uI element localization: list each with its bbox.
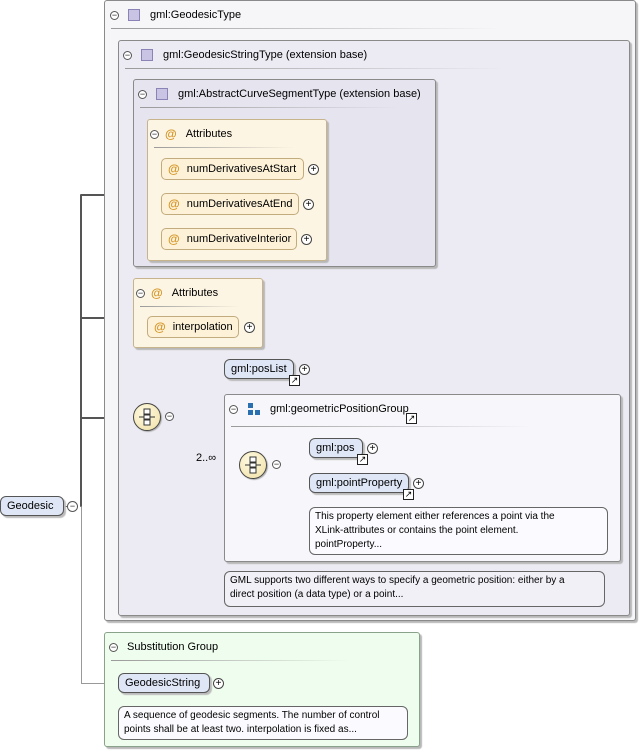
connector-to-substitution — [81, 507, 82, 683]
collapse-icon[interactable]: − — [109, 641, 118, 652]
substitution-group-label: Substitution Group — [127, 641, 219, 653]
complex-type-icon — [141, 49, 153, 61]
reference-link-icon: ↗ — [289, 375, 300, 386]
attribute-num-derivatives-at-start[interactable]: @ numDerivativesAtStart — [161, 158, 304, 180]
expand-icon[interactable]: + — [367, 443, 378, 454]
attribute-icon: @ — [154, 320, 166, 334]
attributes-label: Attributes — [171, 287, 219, 299]
attribute-icon: @ — [151, 286, 163, 300]
complex-type-icon — [156, 88, 168, 100]
attribute-icon: @ — [168, 162, 180, 176]
connector-sub-element — [81, 683, 118, 684]
cardinality-label: 2..∞ — [196, 452, 217, 464]
group-icon — [248, 403, 260, 415]
collapse-icon[interactable]: − — [165, 411, 174, 421]
reference-link-icon: ↗ — [357, 454, 368, 465]
connector-trunk — [80, 194, 82, 507]
sequence-icon — [245, 456, 261, 474]
collapse-icon[interactable]: − — [136, 287, 145, 298]
element-pos[interactable]: gml:pos — [309, 438, 363, 458]
expand-icon[interactable]: + — [213, 678, 224, 689]
expand-icon[interactable]: + — [244, 322, 255, 333]
attributes-label: Attributes — [185, 128, 233, 140]
complex-type-icon — [128, 9, 140, 21]
collapse-icon[interactable]: − — [150, 128, 159, 139]
element-geodesic-string[interactable]: GeodesicString — [118, 673, 210, 693]
geometric-position-group-label: gml:geometricPositionGroup — [270, 403, 409, 415]
expand-icon[interactable]: + — [303, 199, 314, 210]
geometric-position-group-documentation: GML supports two different ways to speci… — [224, 571, 605, 607]
attribute-icon: @ — [168, 197, 180, 211]
sequence-compositor[interactable] — [239, 451, 267, 479]
abstract-curve-segment-label: gml:AbstractCurveSegmentType (extension … — [178, 88, 421, 100]
element-geodesic-root[interactable]: Geodesic — [0, 496, 64, 516]
expand-icon[interactable]: + — [308, 164, 319, 175]
collapse-icon[interactable]: − — [110, 9, 119, 20]
expand-icon[interactable]: + — [301, 234, 312, 245]
attribute-icon: @ — [165, 127, 177, 141]
sequence-compositor[interactable] — [133, 403, 161, 431]
reference-link-icon: ↗ — [403, 489, 414, 500]
collapse-icon[interactable]: − — [138, 88, 147, 99]
attribute-num-derivatives-at-end[interactable]: @ numDerivativesAtEnd — [161, 193, 299, 215]
element-point-property[interactable]: gml:pointProperty — [309, 473, 409, 493]
collapse-icon[interactable]: − — [67, 501, 78, 512]
collapse-icon[interactable]: − — [123, 49, 132, 60]
attribute-interpolation[interactable]: @ interpolation — [147, 316, 239, 338]
attribute-icon: @ — [168, 232, 180, 246]
attribute-num-derivative-interior[interactable]: @ numDerivativeInterior — [161, 228, 297, 250]
expand-icon[interactable]: + — [299, 364, 310, 375]
expand-icon[interactable]: + — [413, 478, 424, 489]
reference-link-icon: ↗ — [406, 413, 417, 424]
element-pos-list[interactable]: gml:posList — [224, 359, 294, 379]
geodesic-string-documentation: A sequence of geodesic segments. The num… — [118, 706, 408, 740]
collapse-icon[interactable]: − — [272, 459, 281, 469]
sequence-icon — [139, 408, 155, 426]
geodesic-string-type-label: gml:GeodesicStringType (extension base) — [163, 49, 368, 61]
collapse-icon[interactable]: − — [229, 403, 238, 414]
point-property-documentation: This property element either references … — [309, 507, 608, 555]
geodesic-type-label: gml:GeodesicType — [150, 9, 242, 21]
